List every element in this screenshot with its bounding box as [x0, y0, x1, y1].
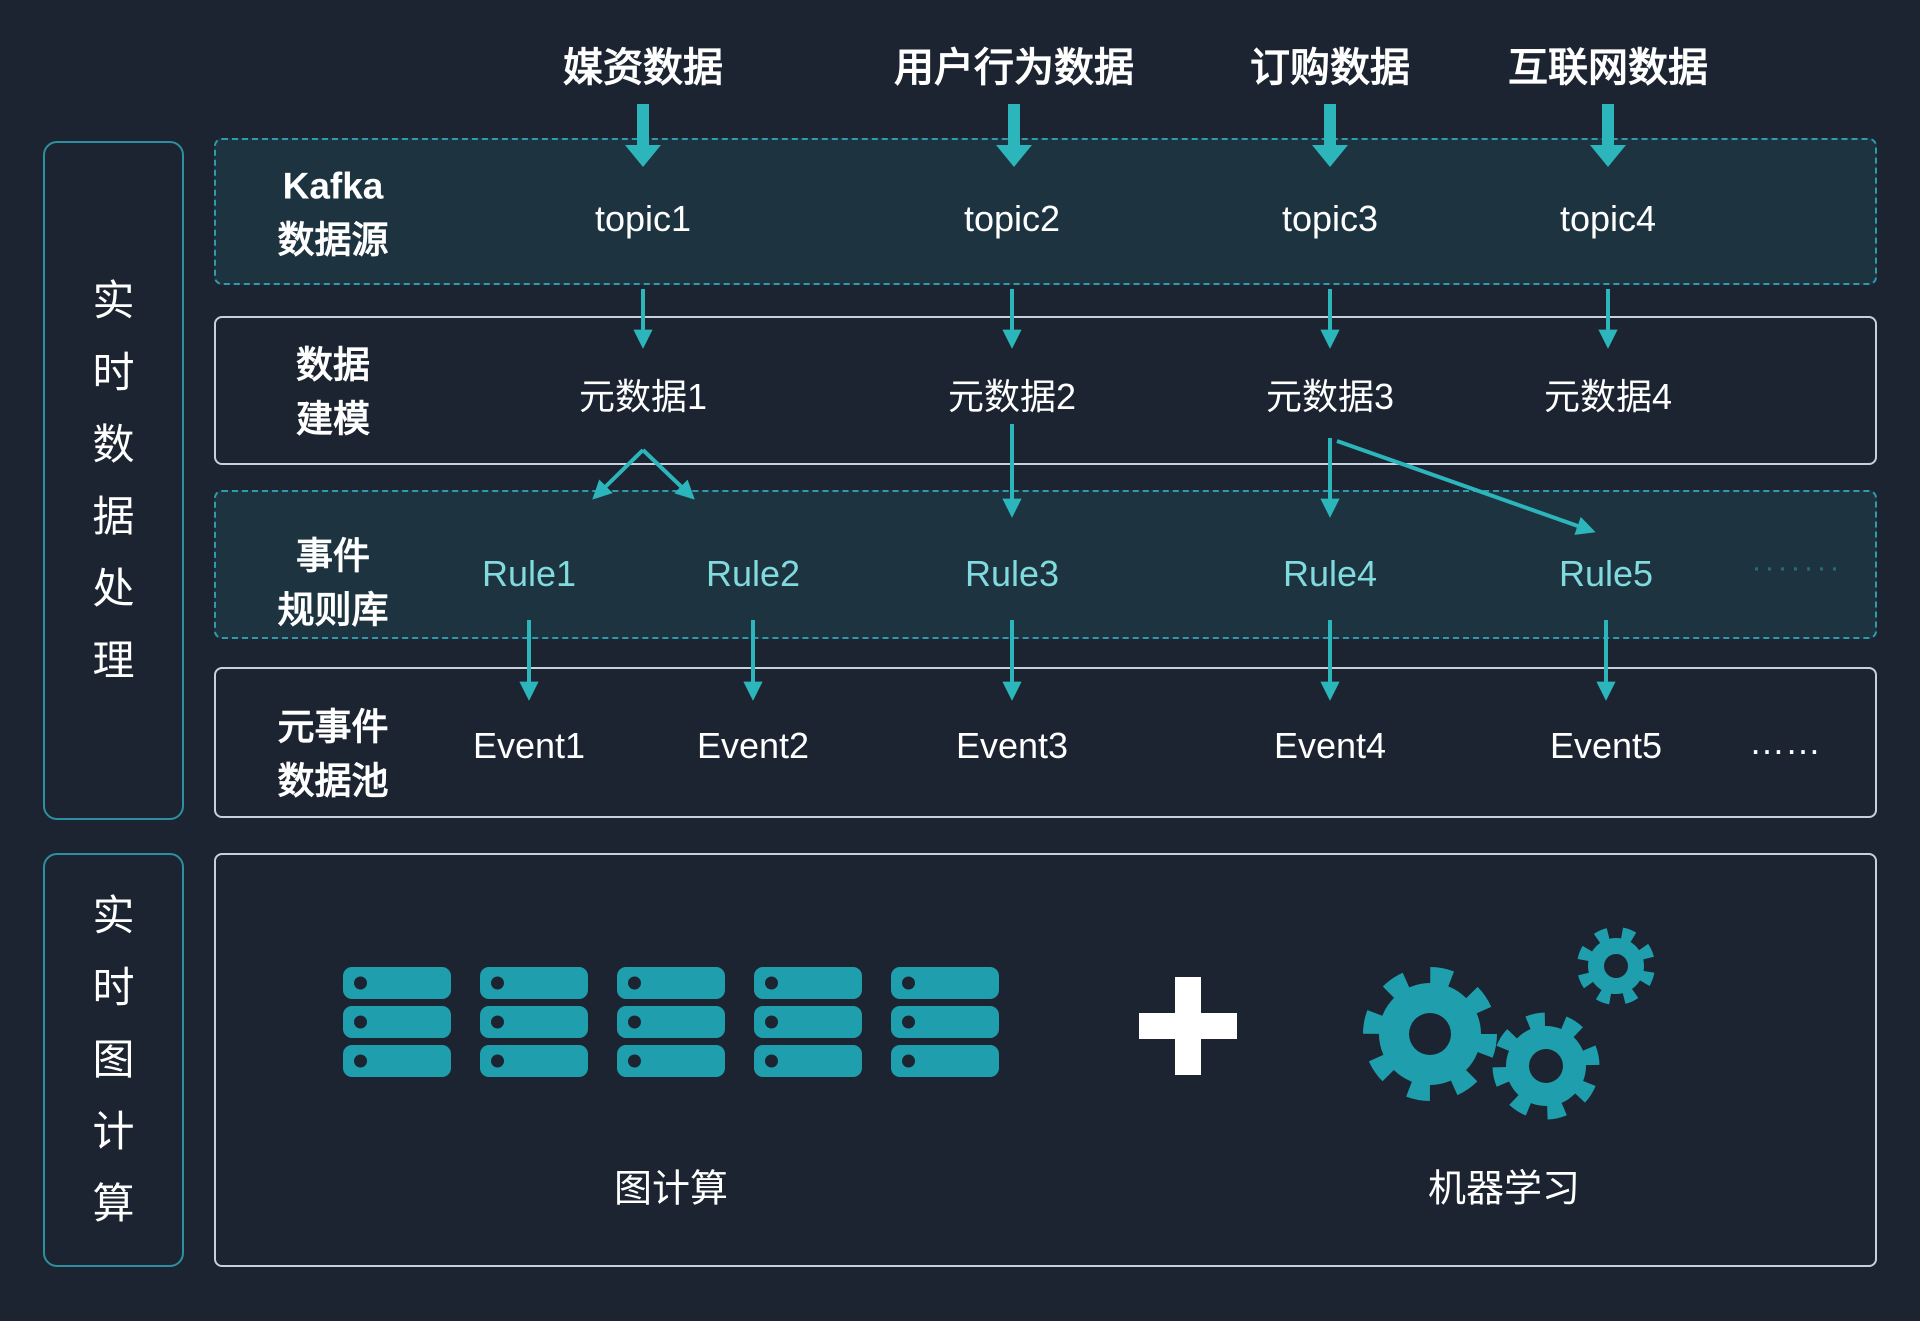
rule-4: Rule4 — [1282, 553, 1378, 594]
server-bar-icon — [891, 1045, 999, 1077]
server-bar-icon — [480, 1006, 588, 1038]
server-bar-icon — [617, 967, 725, 999]
event-3: Event3 — [955, 725, 1069, 766]
machine-learning-label: 机器学习 — [1427, 1168, 1581, 1211]
rules-row-box — [214, 490, 1877, 639]
panel-char: 时 — [92, 964, 135, 1011]
modeling-row-label: 数据 建模 — [296, 344, 370, 439]
server-bar-icon — [754, 1006, 862, 1038]
events-ellipsis: …… — [1749, 721, 1821, 762]
compute-section-box — [214, 853, 1877, 1267]
realtime-graph-compute-panel: 实 时 图 计 算 — [43, 853, 184, 1267]
event-5: Event5 — [1549, 725, 1663, 766]
kafka-topic-3: topic3 — [1281, 198, 1379, 239]
panel-char: 理 — [92, 636, 135, 684]
panel-char: 计 — [92, 1108, 135, 1155]
source-label-media: 媒资数据 — [563, 46, 723, 90]
rule-3: Rule3 — [964, 553, 1060, 594]
server-bar-icon — [480, 1045, 588, 1077]
panel-char: 算 — [92, 1180, 135, 1227]
source-label-order: 订购数据 — [1250, 46, 1410, 90]
rule-5: Rule5 — [1558, 553, 1654, 594]
event-1: Event1 — [472, 725, 586, 766]
panel-char: 据 — [92, 492, 135, 540]
panel-char: 图 — [92, 1036, 135, 1083]
server-bar-icon — [617, 1045, 725, 1077]
event-4: Event4 — [1273, 725, 1387, 766]
server-bar-icon — [754, 967, 862, 999]
metadata-4: 元数据4 — [1543, 376, 1673, 417]
events-row-box — [214, 667, 1877, 818]
metadata-3: 元数据3 — [1265, 376, 1395, 417]
server-bar-icon — [343, 967, 451, 999]
source-label-internet: 互联网数据 — [1508, 46, 1708, 90]
graph-compute-label: 图计算 — [613, 1168, 729, 1211]
metadata-2: 元数据2 — [947, 376, 1077, 417]
kafka-topic-2: topic2 — [963, 198, 1061, 239]
kafka-row-label: Kafka 数据源 — [277, 165, 389, 260]
rule-2: Rule2 — [705, 553, 801, 594]
panel-char: 数 — [92, 420, 135, 468]
rule-1: Rule1 — [481, 553, 577, 594]
server-bar-icon — [617, 1006, 725, 1038]
modeling-row-box — [214, 316, 1877, 465]
server-bar-icon — [343, 1006, 451, 1038]
source-label-behavior: 用户行为数据 — [894, 46, 1134, 90]
rules-ellipsis: ······· — [1751, 551, 1843, 584]
panel-char: 实 — [92, 892, 135, 939]
events-row-label: 元事件 数据池 — [277, 706, 389, 801]
event-2: Event2 — [696, 725, 810, 766]
server-bar-icon — [343, 1045, 451, 1077]
server-bar-icon — [891, 1006, 999, 1038]
panel-char: 实 — [92, 276, 135, 324]
server-bar-icon — [754, 1045, 862, 1077]
kafka-topic-1: topic1 — [594, 198, 692, 239]
metadata-1: 元数据1 — [578, 376, 708, 417]
realtime-data-processing-panel: 实 时 数 据 处 理 — [43, 141, 184, 820]
server-bar-icon — [891, 967, 999, 999]
kafka-topic-4: topic4 — [1559, 198, 1657, 239]
panel-char: 时 — [92, 348, 135, 396]
panel-char: 处 — [92, 564, 135, 612]
rules-row-label: 事件 规则库 — [277, 535, 389, 630]
server-cluster-icon — [343, 967, 999, 1077]
server-bar-icon — [480, 967, 588, 999]
